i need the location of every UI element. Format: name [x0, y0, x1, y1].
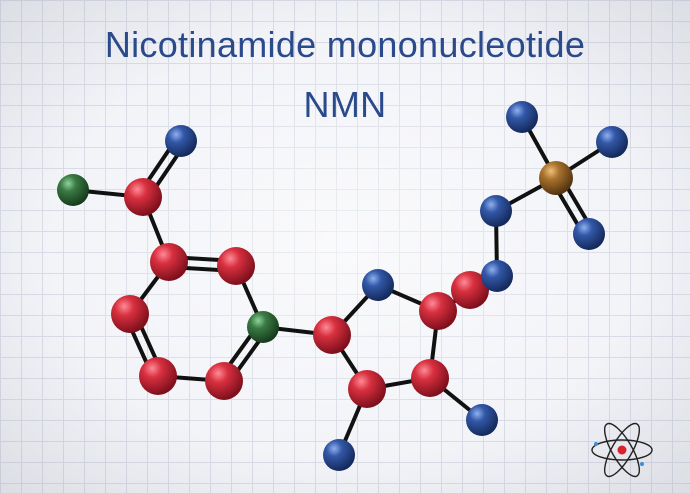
atom-nitrogen-n1: [57, 174, 89, 206]
atom-oxygen-o4: [466, 404, 498, 436]
atom-oxygen-o9: [573, 218, 605, 250]
atom-carbon-c8: [419, 292, 457, 330]
atom-oxygen-o3: [323, 439, 355, 471]
atom-icon: [591, 422, 653, 478]
atom-carbon-c3: [217, 247, 255, 285]
atom-carbon-c10: [348, 370, 386, 408]
atom-phosphorus-p1: [539, 161, 573, 195]
atom-carbon-c11: [451, 271, 489, 309]
atom-carbon-c2: [150, 243, 188, 281]
atom-carbon-c4: [111, 295, 149, 333]
atom-oxygen-o6: [480, 195, 512, 227]
atom-oxygen-o8: [596, 126, 628, 158]
molecule-title: Nicotinamide mononucleotide: [104, 24, 586, 65]
molecule-abbreviation: NMN: [303, 84, 387, 125]
atom-carbon-c1: [124, 178, 162, 216]
atom-oxygen-o1: [165, 125, 197, 157]
atom-carbon-c7: [313, 316, 351, 354]
atom-carbon-c5: [139, 357, 177, 395]
atom-carbon-c9: [411, 359, 449, 397]
atom-nitrogen-n2: [247, 311, 279, 343]
atom-oxygen-o5: [481, 260, 513, 292]
atom-oxygen-o7: [506, 101, 538, 133]
atom-carbon-c6: [205, 362, 243, 400]
atom-oxygen-o2: [362, 269, 394, 301]
